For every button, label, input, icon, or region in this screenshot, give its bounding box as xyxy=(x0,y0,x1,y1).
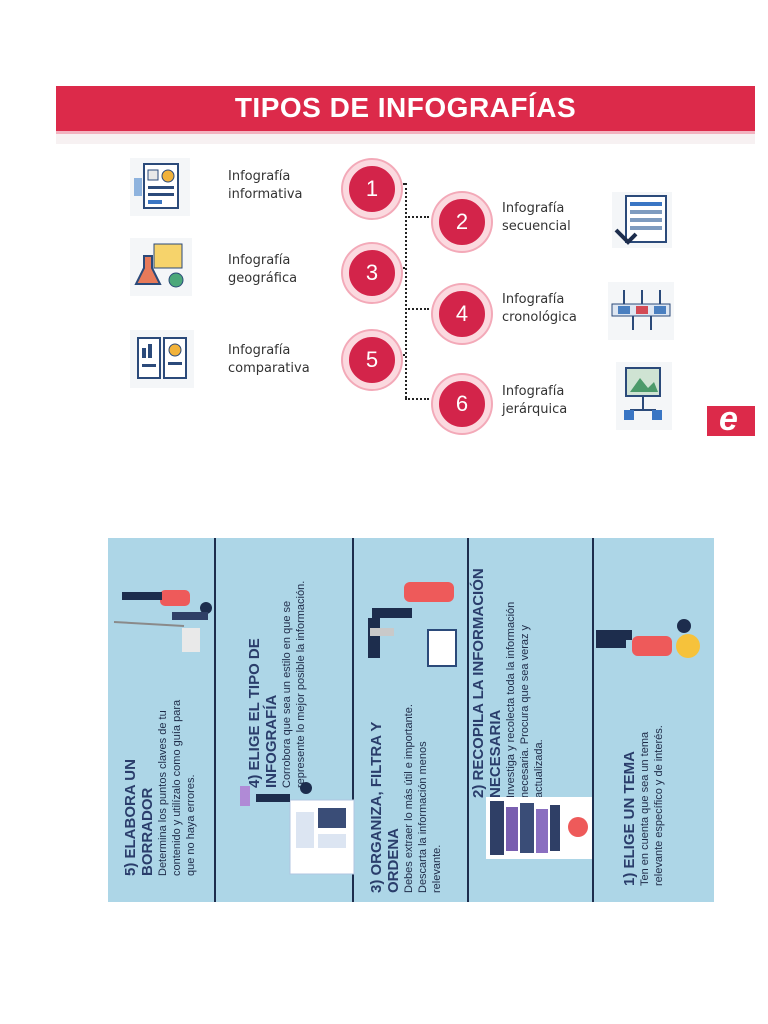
books-person-illustration xyxy=(486,797,592,859)
document-chart-icon xyxy=(130,158,190,216)
step-5: 5) ELABORA UN BORRADOR Determina los pun… xyxy=(122,696,198,876)
step-text: Determina los puntos claves de tu conten… xyxy=(157,699,197,876)
connector-2 xyxy=(405,216,429,218)
item-label-line2: jerárquica xyxy=(502,402,568,417)
number-text: 2 xyxy=(455,209,469,234)
number-text: 6 xyxy=(455,391,469,416)
item-label-line1: Infografía xyxy=(502,201,565,216)
item-label-line1: Infografía xyxy=(228,253,291,268)
item-label-1: Infografía informativa xyxy=(228,168,303,204)
item-label-line2: informativa xyxy=(228,187,303,202)
column-divider xyxy=(592,538,594,902)
title-banner: TIPOS DE INFOGRAFÍAS xyxy=(56,86,755,134)
step-text: Investiga y recolecta toda la informació… xyxy=(505,601,545,798)
checklist-icon xyxy=(612,192,672,248)
step-title: 1) ELIGE UN TEMA xyxy=(621,750,638,886)
step-title: 4) ELIGE EL TIPO DE INFOGRAFÍA xyxy=(246,638,280,788)
step-4: 4) ELIGE EL TIPO DE INFOGRAFÍA Corrobora… xyxy=(246,558,308,788)
number-text: 1 xyxy=(365,176,379,201)
column-divider xyxy=(352,538,354,902)
hierarchy-icon xyxy=(616,362,672,430)
column-divider xyxy=(214,538,216,902)
column-divider xyxy=(467,538,469,902)
map-flask-icon xyxy=(130,238,192,296)
step-1: 1) ELIGE UN TEMA Ten en cuenta que sea u… xyxy=(621,696,666,886)
step-3: 3) ORGANIZA, FILTRA Y ORDENA Debes extra… xyxy=(368,698,444,893)
item-label-line2: geográfica xyxy=(228,271,298,286)
number-node-6: 6 xyxy=(433,375,491,433)
step-title: 2) RECOPILA LA INFORMACIÓN NECESARIA xyxy=(470,568,504,798)
number-node-5: 5 xyxy=(343,331,401,389)
desk-person-illustration xyxy=(368,582,457,667)
connector-6 xyxy=(405,398,429,400)
item-label-4: Infografía cronológica xyxy=(502,291,577,327)
screen-person-illustration xyxy=(240,782,355,875)
step-title: 3) ORGANIZA, FILTRA Y ORDENA xyxy=(368,721,402,893)
connector-4 xyxy=(405,308,429,310)
number-text: 5 xyxy=(365,347,379,372)
steps-panel: 1) ELIGE UN TEMA Ten en cuenta que sea u… xyxy=(108,538,714,902)
timeline-icon xyxy=(608,282,674,340)
item-label-line2: comparativa xyxy=(228,361,310,376)
step-2: 2) RECOPILA LA INFORMACIÓN NECESARIA Inv… xyxy=(470,568,546,798)
item-label-6: Infografía jerárquica xyxy=(502,383,567,419)
step-text: Ten en cuenta que sea un tema relevante … xyxy=(639,725,665,886)
item-label-line1: Infografía xyxy=(228,169,291,184)
item-label-2: Infografía secuencial xyxy=(502,200,571,236)
number-node-1: 1 xyxy=(343,160,401,218)
number-text: 3 xyxy=(365,260,379,285)
step-title: 5) ELABORA UN BORRADOR xyxy=(122,759,156,876)
item-label-line2: secuencial xyxy=(502,219,571,234)
comparison-icon xyxy=(130,330,194,388)
number-node-3: 3 xyxy=(343,244,401,302)
number-text: 4 xyxy=(455,301,469,326)
connector-spine xyxy=(405,183,407,398)
brand-logo: e xyxy=(707,400,755,436)
number-node-4: 4 xyxy=(433,285,491,343)
item-label-3: Infografía geográfica xyxy=(228,252,297,288)
infographic-types-panel: TIPOS DE INFOGRAFÍAS Infografía informat… xyxy=(56,86,755,436)
item-label-line1: Infografía xyxy=(502,292,565,307)
banner-shadow xyxy=(56,134,755,144)
page-title: TIPOS DE INFOGRAFÍAS xyxy=(234,92,577,123)
item-label-line1: Infografía xyxy=(502,384,565,399)
item-label-line1: Infografía xyxy=(228,343,291,358)
step-text: Corrobora que sea un estilo en que se re… xyxy=(281,580,307,788)
logo-letter: e xyxy=(719,400,738,436)
item-label-line2: cronológica xyxy=(502,310,577,325)
lightbulb-person-illustration xyxy=(596,619,700,658)
number-node-2: 2 xyxy=(433,193,491,251)
running-person-illustration xyxy=(113,590,212,652)
step-text: Debes extraer lo más útil e importante. … xyxy=(403,704,443,893)
item-label-5: Infografía comparativa xyxy=(228,342,310,378)
